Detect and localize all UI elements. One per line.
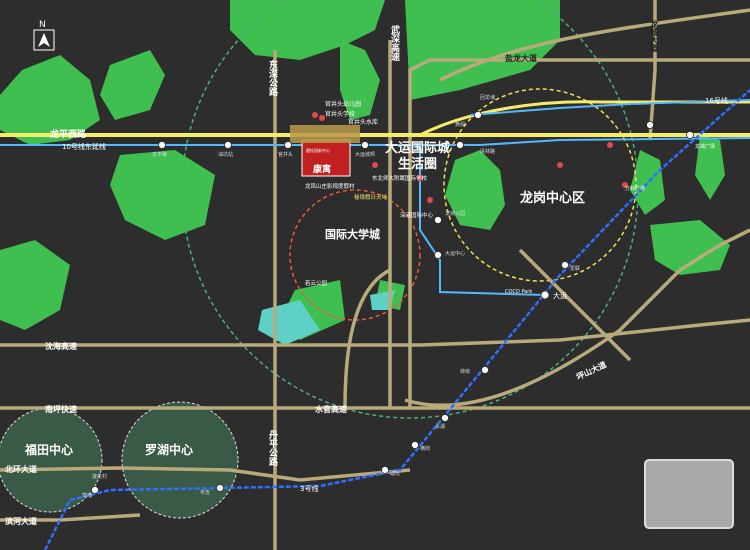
station-markers[interactable] [91, 111, 694, 494]
outer-circle [181, 0, 639, 419]
futian-circle [0, 407, 103, 513]
line16-track [469, 99, 750, 116]
luohu-circle [121, 401, 239, 519]
north-label: N [39, 20, 46, 30]
north-arrow-icon [38, 33, 50, 47]
green-areas [0, 0, 730, 340]
line3-track [43, 89, 750, 550]
project-marker[interactable] [290, 125, 360, 177]
inset-box [644, 459, 734, 529]
north-arrow: N [33, 20, 55, 51]
longcheng-road-line [419, 100, 750, 137]
line16-branch-track [419, 145, 546, 296]
longgang-circle [443, 88, 637, 282]
poi-dots [312, 112, 628, 203]
line10-track [0, 137, 750, 146]
